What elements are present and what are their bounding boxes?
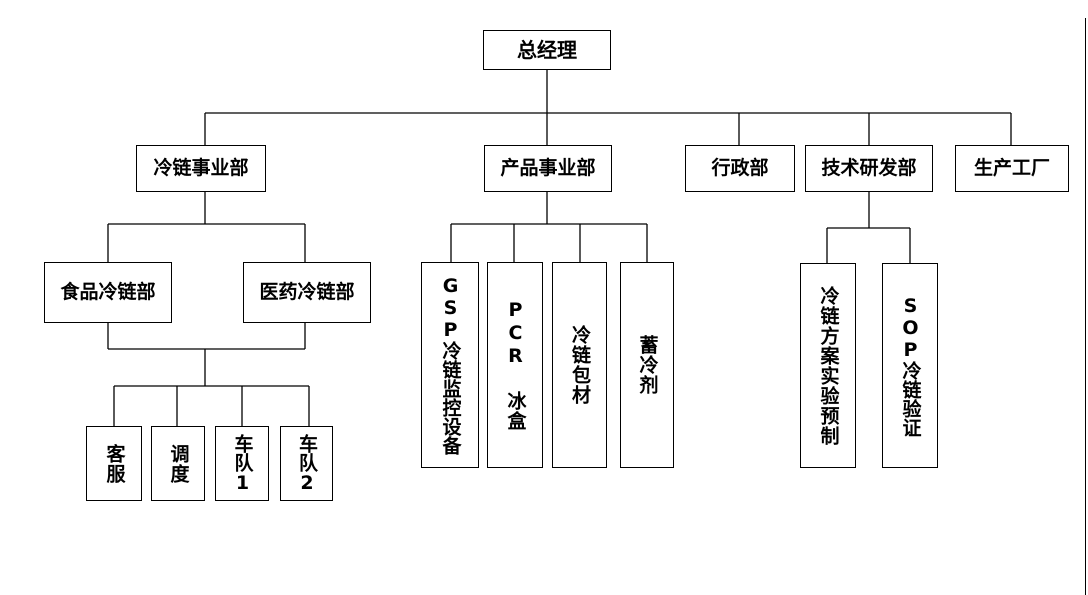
cold-chain-solution-box: 冷链方案实验预制 <box>800 263 856 468</box>
page-edge-line <box>1085 18 1086 595</box>
cold-chain-packaging-label: 冷链包材 <box>569 325 591 405</box>
pcr-ice-box-label: PCR 冰盒 <box>504 299 527 431</box>
fleet-2-box: 车队2 <box>280 426 333 501</box>
pcr-ice-box: PCR 冰盒 <box>487 262 543 468</box>
pharma-cold-chain-box: 医药冷链部 <box>243 262 371 323</box>
cold-storage-agent-label: 蓄冷剂 <box>636 335 659 395</box>
cold-chain-packaging-box: 冷链包材 <box>552 262 607 468</box>
production-factory-box: 生产工厂 <box>955 145 1069 192</box>
sop-validation-box: SOP冷链验证 <box>882 263 938 468</box>
sop-validation-label: SOP冷链验证 <box>899 294 922 437</box>
gsp-monitoring-equipment-label: GSP冷链监控设备 <box>439 275 462 455</box>
cold-chain-division-box: 冷链事业部 <box>136 145 266 192</box>
cold-chain-solution-label: 冷链方案实验预制 <box>817 285 840 446</box>
general-manager-box: 总经理 <box>483 30 611 70</box>
cold-storage-agent-box: 蓄冷剂 <box>620 262 674 468</box>
dispatch-label: 调度 <box>167 443 190 484</box>
administration-box: 行政部 <box>685 145 795 192</box>
fleet-2-label: 车队2 <box>296 433 318 494</box>
customer-service-label: 客服 <box>103 443 126 484</box>
dispatch-box: 调度 <box>151 426 205 501</box>
fleet-1-box: 车队1 <box>215 426 269 501</box>
food-cold-chain-box: 食品冷链部 <box>44 262 172 323</box>
customer-service-box: 客服 <box>86 426 142 501</box>
product-division-box: 产品事业部 <box>484 145 612 192</box>
gsp-monitoring-equipment-box: GSP冷链监控设备 <box>421 262 479 468</box>
rnd-department-box: 技术研发部 <box>805 145 933 192</box>
fleet-1-label: 车队1 <box>231 433 254 494</box>
